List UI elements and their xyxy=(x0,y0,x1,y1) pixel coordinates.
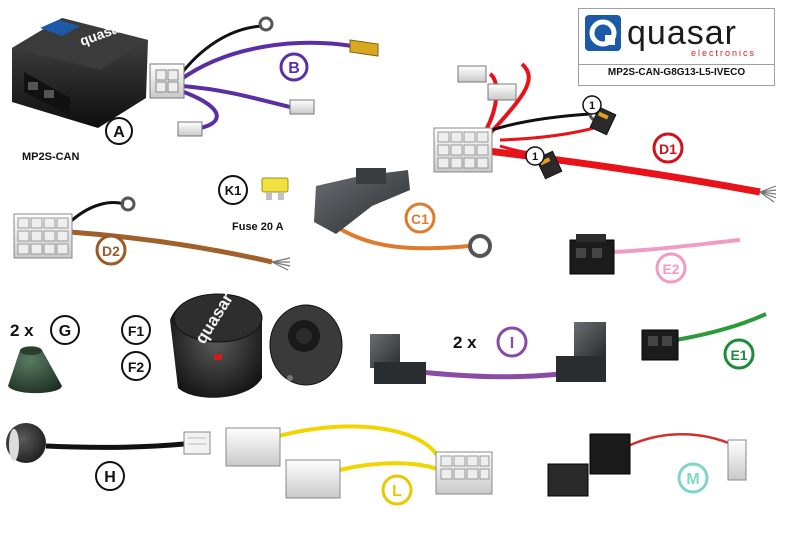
label-i: I xyxy=(496,326,528,358)
fuse-caption: Fuse 20 A xyxy=(232,221,284,233)
label-c1: C1 xyxy=(404,202,436,234)
svg-text:G: G xyxy=(59,323,71,340)
label-b: B xyxy=(279,52,309,82)
connector-e1 xyxy=(641,312,767,361)
label-k1: K1 xyxy=(218,175,248,205)
socket-plate-f2 xyxy=(269,304,343,386)
svg-text:B: B xyxy=(288,60,300,77)
harness-d2 xyxy=(13,196,291,271)
svg-text:1: 1 xyxy=(589,100,595,112)
label-h: H xyxy=(95,461,125,491)
qty-g: 2 x xyxy=(10,321,34,340)
svg-text:D2: D2 xyxy=(102,243,120,259)
module-caption: MP2S-CAN xyxy=(22,151,80,163)
socket-f1: quasar xyxy=(170,289,263,398)
svg-text:I: I xyxy=(510,335,514,352)
module-mp2s-can: quasar xyxy=(12,18,148,128)
svg-text:E2: E2 xyxy=(662,261,679,277)
label-e2: E2 xyxy=(655,252,687,284)
connector-e2 xyxy=(569,234,741,275)
grommet-g xyxy=(8,346,62,394)
label-f1: F1 xyxy=(121,315,151,345)
svg-text:F1: F1 xyxy=(128,323,145,339)
label-e1: E1 xyxy=(723,338,755,370)
quasar-logo-icon xyxy=(585,15,621,51)
svg-text:H: H xyxy=(104,469,116,486)
fuse-20a xyxy=(261,177,289,200)
svg-text:D1: D1 xyxy=(659,141,677,157)
svg-text:A: A xyxy=(113,124,125,141)
label-d1: D1 xyxy=(652,132,684,164)
brand-name: quasar xyxy=(627,14,737,52)
brand-box: quasar electronics MP2S-CAN-G8G13-L5-IVE… xyxy=(578,8,775,86)
label-a: A xyxy=(105,117,133,145)
label-m: M xyxy=(677,462,709,494)
svg-text:E1: E1 xyxy=(730,347,747,363)
label-g: G xyxy=(50,315,80,345)
marker-1-bottom: 1 xyxy=(525,146,545,166)
svg-text:M: M xyxy=(686,471,699,488)
label-f2: F2 xyxy=(121,351,151,381)
svg-text:1: 1 xyxy=(532,151,538,163)
relay-m xyxy=(547,433,747,497)
label-l: L xyxy=(381,474,413,506)
svg-text:C1: C1 xyxy=(411,211,429,227)
adapter-l xyxy=(225,424,493,499)
fuse-holder-c1 xyxy=(314,168,492,258)
label-d2: D2 xyxy=(95,234,127,266)
qty-i: 2 x xyxy=(453,333,477,352)
harness-d1 xyxy=(433,62,777,203)
marker-1-top: 1 xyxy=(582,95,602,115)
brand-subtitle: electronics xyxy=(691,48,757,58)
svg-text:K1: K1 xyxy=(225,183,242,198)
extension-cable-i xyxy=(370,322,606,384)
harness-b xyxy=(149,16,379,137)
product-code: MP2S-CAN-G8G13-L5-IVECO xyxy=(607,67,746,78)
svg-text:F2: F2 xyxy=(128,359,145,375)
svg-text:L: L xyxy=(392,483,402,500)
brand-divider xyxy=(579,64,774,65)
sensor-cable-h xyxy=(6,423,211,463)
